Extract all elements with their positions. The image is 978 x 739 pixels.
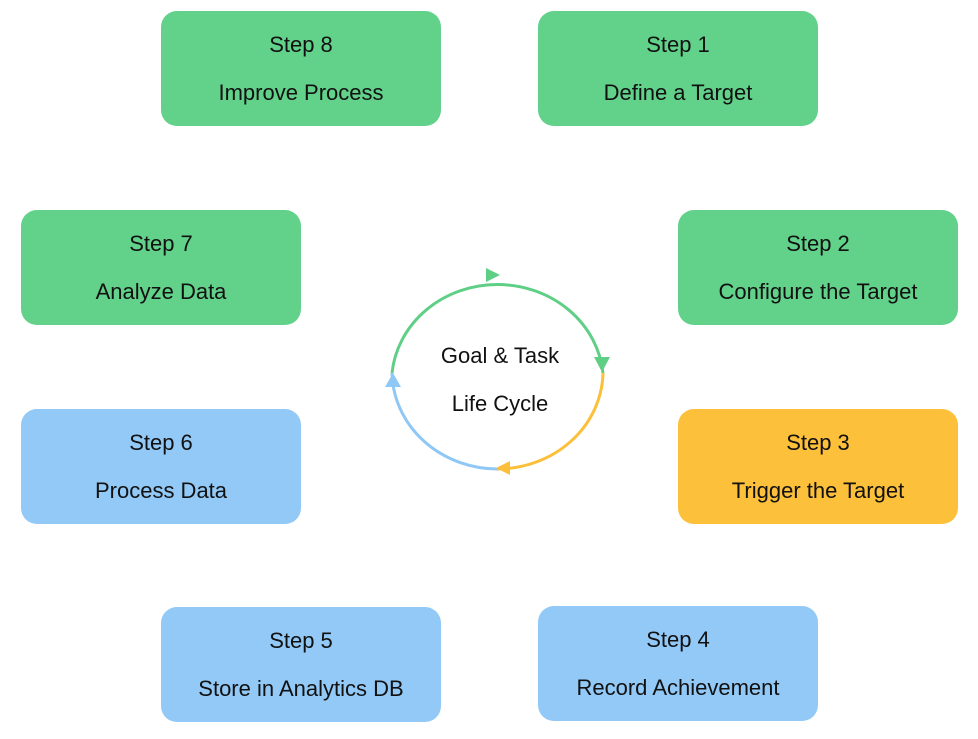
- cycle-arc-yellow: [497, 372, 605, 471]
- step-number: Step 7: [129, 230, 193, 256]
- cycle-arc-blue: [390, 372, 499, 471]
- step-number: Step 6: [129, 429, 193, 455]
- step-5-box: Step 5 Store in Analytics DB: [161, 607, 441, 722]
- step-label: Analyze Data: [95, 278, 227, 304]
- step-3-box: Step 3 Trigger the Target: [678, 409, 958, 524]
- step-number: Step 1: [646, 31, 710, 57]
- step-7-box: Step 7 Analyze Data: [21, 210, 301, 325]
- life-cycle-diagram: [385, 268, 610, 475]
- step-label: Record Achievement: [576, 674, 780, 700]
- step-number: Step 8: [269, 31, 333, 57]
- step-6-box: Step 6 Process Data: [21, 409, 301, 524]
- arrow-head-top-icon: [486, 268, 500, 282]
- cycle-arc-green: [390, 283, 605, 374]
- step-label: Define a Target: [603, 79, 753, 105]
- arrow-head-right-icon: [594, 357, 610, 372]
- cycle-title: Goal & Task Life Cycle: [380, 332, 620, 428]
- step-label: Improve Process: [218, 79, 384, 105]
- cycle-title-line-1: Goal & Task: [440, 343, 560, 368]
- step-number: Step 3: [786, 429, 850, 455]
- step-label: Store in Analytics DB: [198, 675, 404, 701]
- step-2-box: Step 2 Configure the Target: [678, 210, 958, 325]
- step-number: Step 4: [646, 626, 710, 652]
- arrow-head-bottom-icon: [496, 461, 510, 475]
- step-number: Step 2: [786, 230, 850, 256]
- arrow-head-left-icon: [385, 373, 401, 387]
- step-number: Step 5: [269, 627, 333, 653]
- step-label: Trigger the Target: [731, 477, 905, 503]
- step-8-box: Step 8 Improve Process: [161, 11, 441, 126]
- step-label: Configure the Target: [718, 278, 918, 304]
- cycle-title-line-2: Life Cycle: [451, 391, 549, 416]
- step-label: Process Data: [94, 477, 228, 503]
- step-4-box: Step 4 Record Achievement: [538, 606, 818, 721]
- step-1-box: Step 1 Define a Target: [538, 11, 818, 126]
